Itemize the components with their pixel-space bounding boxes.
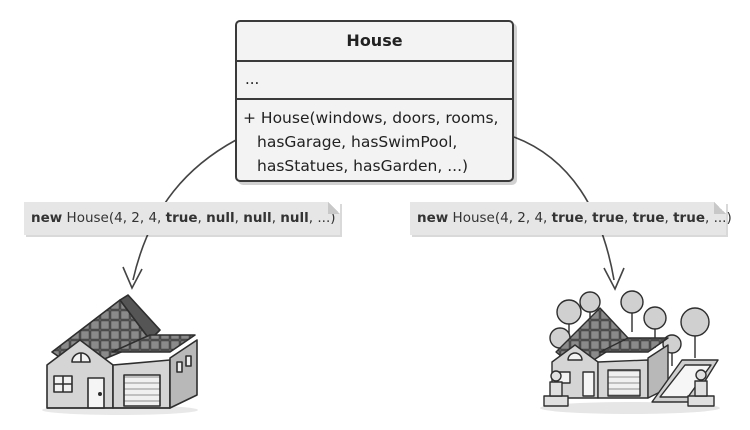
simple-house-icon <box>42 294 198 415</box>
class-fields: ... <box>237 62 512 100</box>
fancy-house-icon <box>540 290 720 414</box>
constructor-line-3: hasStatues, hasGarden, ...) <box>257 157 469 175</box>
arg-garden: true <box>673 210 705 226</box>
constructor-line-2: hasGarage, hasSwimPool, <box>257 133 458 151</box>
left-arrowhead <box>122 266 143 290</box>
arg-garage: true <box>165 210 198 226</box>
note-fold-corner <box>328 202 340 214</box>
call-tail: ...) <box>317 210 336 226</box>
house-class-box: House ... + House(windows, doors, rooms,… <box>235 20 514 182</box>
new-keyword: new <box>31 210 63 226</box>
statue-right <box>687 369 715 407</box>
arg-garden: null <box>280 210 309 226</box>
arg-statues: null <box>243 210 272 226</box>
constructor-call: House(4, 2, 4, <box>66 210 166 226</box>
call-tail: ...) <box>713 210 732 226</box>
new-keyword: new <box>417 210 449 226</box>
arg-pool: true <box>592 210 625 226</box>
class-constructor: + House(windows, doors, rooms, hasGarage… <box>237 100 512 178</box>
fancy-house-call-note: new House(4, 2, 4, true, true, true, tru… <box>410 202 732 235</box>
constructor-call: House(4, 2, 4, <box>452 210 552 226</box>
simple-house-call-note: new House(4, 2, 4, true, null, null, nul… <box>24 202 340 235</box>
arg-garage: true <box>551 210 584 226</box>
constructor-line-1: + House(windows, doors, rooms, <box>243 109 499 127</box>
right-arrowhead <box>603 267 625 291</box>
arg-pool: null <box>206 210 235 226</box>
left-connector <box>132 139 237 281</box>
right-connector <box>513 136 615 281</box>
class-name: House <box>237 22 512 62</box>
note-fold-corner <box>714 202 726 214</box>
arg-statues: true <box>632 210 665 226</box>
statue-left <box>543 370 569 407</box>
